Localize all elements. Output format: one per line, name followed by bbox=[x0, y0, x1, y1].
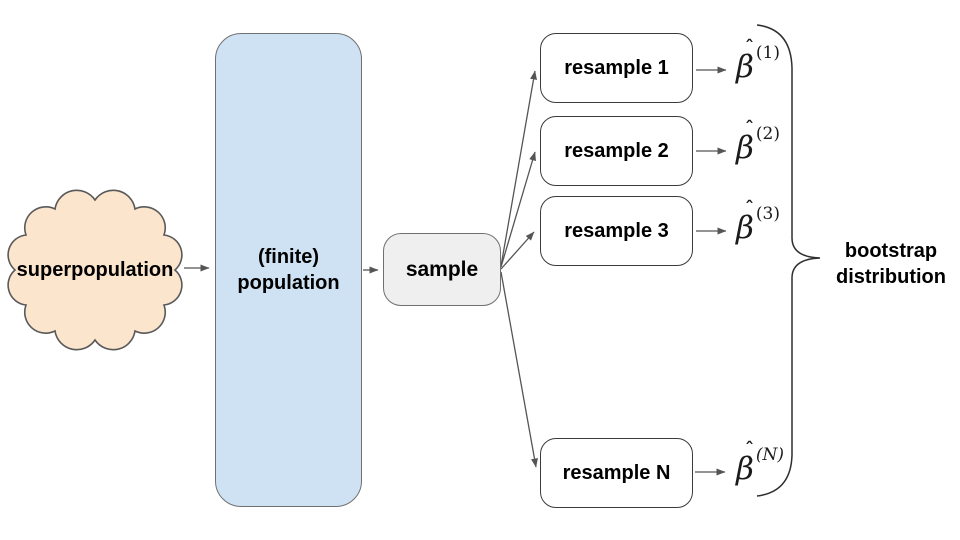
brace-label: bootstrap distribution bbox=[836, 240, 946, 288]
resample-2-label: resample 2 bbox=[564, 139, 669, 162]
beta-glyph: β bbox=[736, 130, 754, 166]
estimate-1-superscript: (1) bbox=[755, 43, 781, 63]
beta-glyph: β bbox=[736, 210, 754, 246]
population-node: (finite) population bbox=[215, 33, 362, 507]
beta-glyph: β bbox=[736, 451, 754, 487]
estimate-2-superscript: (2) bbox=[755, 124, 781, 144]
estimate-3-superscript: (3) bbox=[755, 204, 781, 224]
resample-n-label: resample N bbox=[562, 461, 671, 484]
arrow-sample-to-resample-1 bbox=[500, 70, 537, 267]
estimate-n-superscript: (N) bbox=[755, 445, 785, 465]
hat-accent: ˆ bbox=[745, 37, 754, 58]
sample-label: sample bbox=[405, 257, 479, 281]
superpopulation-text: superpopulation bbox=[16, 258, 174, 281]
beta-glyph: β bbox=[736, 49, 754, 85]
hat-accent: ˆ bbox=[745, 439, 754, 460]
population-label: (finite) population bbox=[237, 246, 340, 294]
superpopulation-cloud bbox=[7, 189, 183, 351]
superpopulation-label: superpopulation bbox=[0, 190, 190, 350]
resample-node-n: resample N bbox=[540, 438, 693, 508]
resample-node-2: resample 2 bbox=[540, 116, 693, 186]
arrow-sample-to-resample-n bbox=[500, 271, 538, 468]
arrow-sample-to-resample-2 bbox=[500, 151, 536, 268]
brace bbox=[756, 24, 821, 497]
sample-node: sample bbox=[383, 233, 501, 306]
hat-accent: ˆ bbox=[745, 198, 754, 219]
resample-node-1: resample 1 bbox=[540, 33, 693, 103]
resample-node-3: resample 3 bbox=[540, 196, 693, 266]
hat-accent: ˆ bbox=[745, 118, 754, 139]
resample-3-label: resample 3 bbox=[564, 219, 669, 242]
resample-1-label: resample 1 bbox=[564, 56, 669, 79]
arrow-sample-to-resample-3 bbox=[500, 231, 535, 270]
